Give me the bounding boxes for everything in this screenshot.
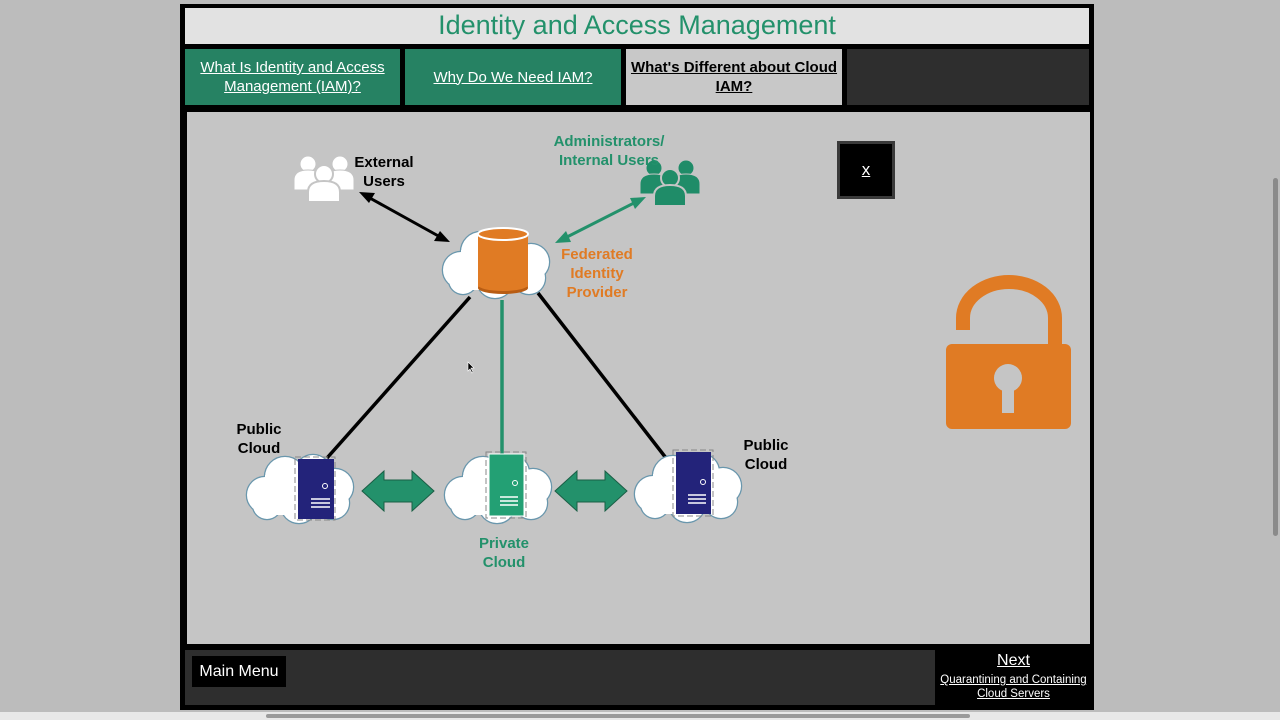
footer-bar — [185, 650, 935, 705]
main-menu-button[interactable]: Main Menu — [192, 656, 286, 687]
close-button[interactable]: x — [837, 141, 895, 199]
tab-cloud-iam[interactable]: What's Different about Cloud IAM? — [626, 49, 842, 105]
public-cloud-left-label: Public Cloud — [236, 421, 282, 457]
tab-empty — [847, 49, 1089, 105]
admin-users-label: Administrators/ Internal Users — [553, 133, 665, 169]
next-button[interactable]: Next Quarantining and Containing Cloud S… — [937, 650, 1090, 705]
next-label: Next — [997, 652, 1030, 669]
page-title: Identity and Access Management — [185, 8, 1089, 44]
identity-provider-label: Federated Identity Provider — [561, 246, 633, 301]
tab-what-is-iam[interactable]: What Is Identity and Access Management (… — [185, 49, 400, 105]
tab-why-need-iam[interactable]: Why Do We Need IAM? — [405, 49, 621, 105]
public-cloud-right-label: Public Cloud — [743, 437, 789, 473]
vertical-scrollbar[interactable] — [1273, 178, 1278, 536]
external-users-label: External Users — [354, 154, 414, 190]
private-cloud-label: Private Cloud — [478, 535, 530, 571]
next-topic-title: Quarantining and Containing Cloud Server… — [940, 674, 1087, 700]
horizontal-scrollbar[interactable] — [266, 714, 970, 718]
content-panel — [187, 112, 1090, 644]
